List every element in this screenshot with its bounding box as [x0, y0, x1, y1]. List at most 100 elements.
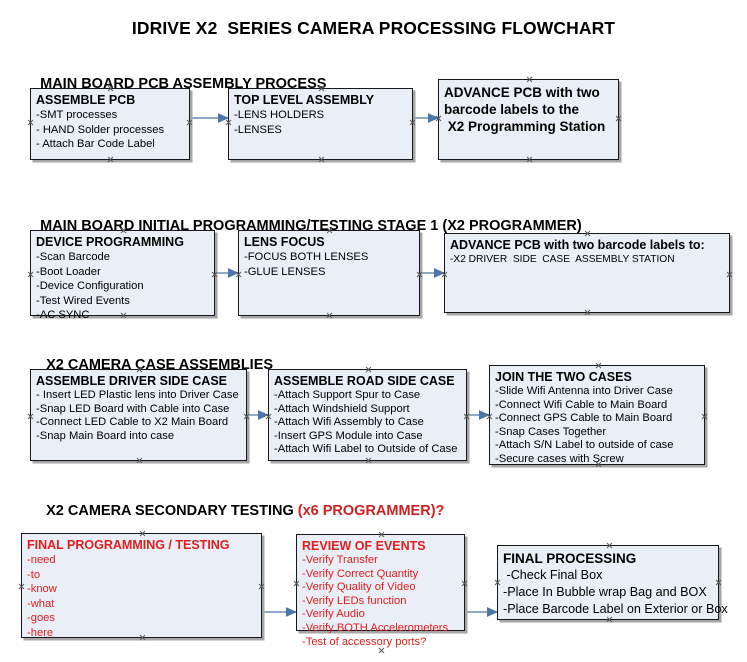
node-line: -Attach Windshield Support — [274, 402, 410, 415]
section-header-x2-camera-secondary-testing: X2 CAMERA SECONDARY TESTING (x6 PROGRAMM… — [30, 487, 444, 535]
connection-handle-bottom[interactable] — [526, 156, 533, 163]
node-top-level-assembly[interactable]: TOP LEVEL ASSEMBLY -LENS HOLDERS -LENSES — [228, 88, 413, 160]
connection-handle-right[interactable] — [186, 119, 193, 126]
node-line: - Attach Bar Code Label — [36, 138, 155, 151]
connection-handle-right[interactable] — [726, 271, 733, 278]
node-final-processing[interactable]: FINAL PROCESSING -Check Final Box -Place… — [494, 542, 728, 623]
connection-handle-left[interactable] — [486, 413, 493, 420]
connection-handle-left[interactable] — [265, 413, 272, 420]
node-line: -Verify Quality of Video — [302, 581, 416, 594]
connection-handle-top[interactable] — [606, 542, 613, 549]
connection-handle-bottom[interactable] — [584, 309, 591, 316]
node-line: -know — [27, 583, 57, 596]
connection-handle-bottom[interactable] — [107, 156, 114, 163]
connection-handle-top[interactable] — [526, 76, 533, 83]
node-line: -FOCUS BOTH LENSES — [244, 251, 369, 263]
connection-handle-left[interactable] — [293, 580, 300, 587]
connection-handle-left[interactable] — [27, 413, 34, 420]
node-title: DEVICE PROGRAMMING — [36, 235, 184, 249]
node-line: -GLUE LENSES — [244, 265, 326, 278]
connection-handle-bottom[interactable] — [139, 634, 146, 641]
connection-handle-top[interactable] — [318, 85, 325, 92]
node-line: -Place Barcode Label on Exterior or Box — [503, 602, 728, 616]
node-join-the-two-cases[interactable]: JOIN THE TWO CASES -Slide Wifi Antenna i… — [489, 365, 705, 465]
node-assemble-pcb[interactable]: ASSEMBLE PCB -SMT processes - HAND Solde… — [30, 88, 190, 160]
node-final-programming-testing[interactable]: FINAL PROGRAMMING / TESTING -need -to -k… — [18, 530, 265, 641]
node-assemble-road-side-case[interactable]: ASSEMBLE ROAD SIDE CASE -Attach Support … — [268, 369, 467, 461]
node-line: - Insert LED Plastic lens into Driver Ca… — [36, 389, 239, 401]
node-title: ASSEMBLE DRIVER SIDE CASE — [36, 374, 228, 388]
connection-handle-top[interactable] — [378, 531, 385, 538]
node-line: -Verify LEDs function — [302, 594, 407, 607]
node-title: ADVANCE PCB with two — [444, 85, 600, 100]
connection-handle-bottom[interactable] — [326, 312, 333, 319]
connection-handle-left[interactable] — [494, 579, 501, 586]
node-line: -LENS HOLDERS — [234, 109, 325, 121]
connection-handle-left[interactable] — [235, 271, 242, 278]
node-line: -Connect GPS Cable to Main Board — [495, 412, 673, 425]
node-title: ASSEMBLE PCB — [36, 93, 136, 107]
connection-handle-top[interactable] — [326, 227, 333, 234]
connection-handle-right[interactable] — [243, 413, 250, 420]
connection-handle-top[interactable] — [120, 227, 127, 234]
node-line: -Attach Wifi Assembly to Case — [274, 416, 424, 429]
connection-handle-right[interactable] — [416, 271, 423, 278]
connection-handle-bottom[interactable] — [318, 156, 325, 163]
node-lens-focus[interactable]: LENS FOCUS -FOCUS BOTH LENSES -GLUE LENS… — [238, 230, 420, 316]
connection-handle-left[interactable] — [27, 271, 34, 278]
node-assemble-driver-side-case[interactable]: ASSEMBLE DRIVER SIDE CASE - Insert LED P… — [30, 369, 247, 461]
node-advance-pcb-to-x2-programming-station[interactable]: ADVANCE PCB with two barcode labels to t… — [438, 79, 619, 160]
node-line: -Verify Correct Quantity — [302, 567, 419, 580]
connection-handle-right[interactable] — [715, 579, 722, 586]
connection-handle-top[interactable] — [595, 362, 602, 369]
node-line-overflow: -Test of accessory ports? — [302, 635, 427, 648]
connection-handle-left[interactable] — [18, 583, 25, 590]
section-header-accent: (x6 PROGRAMMER)? — [297, 503, 445, 519]
connection-handle-top[interactable] — [107, 85, 114, 92]
connection-handle-bottom[interactable] — [595, 461, 602, 468]
page-title: IDRIVE X2 SERIES CAMERA PROCESSING FLOWC… — [131, 18, 616, 38]
node-line: -Slide Wifi Antenna into Driver Case — [495, 385, 673, 397]
node-line: -Verify BOTH Accelerometers — [302, 621, 449, 634]
connection-handle-top[interactable] — [365, 366, 372, 373]
connection-handle-bottom[interactable] — [378, 647, 385, 654]
connection-handle-right[interactable] — [615, 115, 622, 122]
connection-handle-left[interactable] — [225, 119, 232, 126]
node-line: -Insert GPS Module into Case — [274, 429, 423, 442]
node-line: -Snap LED Board with Cable into Case — [36, 402, 230, 415]
node-line: -LENSES — [234, 123, 282, 136]
connection-handle-left[interactable] — [441, 271, 448, 278]
connection-handle-right[interactable] — [409, 119, 416, 126]
node-title: JOIN THE TWO CASES — [495, 370, 632, 384]
node-line: -goes — [27, 612, 55, 625]
node-review-of-events[interactable]: REVIEW OF EVENTS -Verify Transfer -Verif… — [293, 531, 468, 648]
connection-handle-right[interactable] — [211, 271, 218, 278]
node-advance-pcb-to-driver-side-case-assembly-station[interactable]: ADVANCE PCB with two barcode labels to: … — [444, 233, 730, 313]
connection-handle-right[interactable] — [258, 583, 265, 590]
node-line: -Attach Support Spur to Case — [274, 389, 421, 401]
connection-handle-top[interactable] — [139, 530, 146, 537]
node-line: -Verify Audio — [302, 608, 365, 621]
node-line: -to — [27, 568, 41, 581]
node-line: -Connect LED Cable to X2 Main Board — [36, 416, 229, 429]
connection-handle-bottom[interactable] — [606, 616, 613, 623]
connection-handle-right[interactable] — [461, 580, 468, 587]
connection-handle-bottom[interactable] — [120, 312, 127, 319]
node-device-programming[interactable]: DEVICE PROGRAMMING -Scan Barcode -Boot L… — [27, 227, 218, 321]
connection-handle-left[interactable] — [27, 119, 34, 126]
connection-handle-bottom[interactable] — [136, 457, 143, 464]
connection-handle-bottom[interactable] — [365, 457, 372, 464]
connection-handle-left[interactable] — [435, 115, 442, 122]
node-line: -Boot Loader — [36, 265, 101, 278]
connection-handle-right[interactable] — [701, 413, 708, 420]
node-title: FINAL PROGRAMMING / TESTING — [27, 538, 230, 552]
connection-handle-top[interactable] — [136, 366, 143, 373]
node-line: -Snap Main Board into case — [36, 429, 175, 442]
node-title: ASSEMBLE ROAD SIDE CASE — [274, 374, 455, 388]
node-line: -Verify Transfer — [302, 554, 378, 566]
connection-handle-top[interactable] — [584, 230, 591, 237]
connection-handle-right[interactable] — [463, 413, 470, 420]
node-line: barcode labels to the — [444, 102, 580, 117]
node-line: -Snap Cases Together — [495, 425, 607, 438]
